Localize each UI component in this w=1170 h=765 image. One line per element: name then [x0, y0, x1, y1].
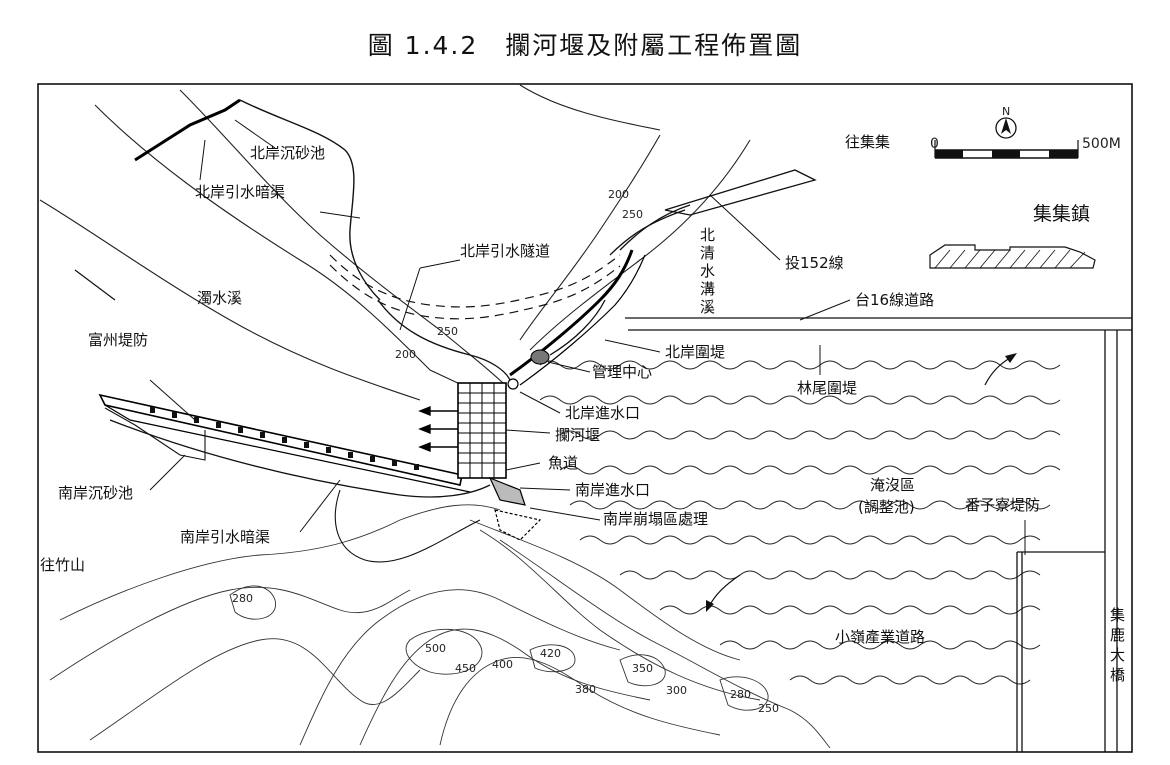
north-tunnel-line-2 [329, 264, 621, 320]
river-direction-arrows [74, 269, 1017, 612]
jilu-char: 大 [1110, 646, 1125, 664]
label-regulating-pond: (調整池) [858, 498, 915, 516]
contour-label: 300 [666, 684, 687, 697]
scale-start-label: 0 [930, 136, 939, 152]
beiqing-char: 水 [700, 262, 715, 280]
contour-label: 250 [437, 325, 458, 338]
beiqing-char: 清 [700, 244, 715, 262]
label-fanzi-levee: 番子寮堤防 [965, 496, 1040, 514]
north-tunnel-line [329, 254, 621, 308]
flow-arrows [418, 405, 458, 453]
contour-label: 500 [425, 642, 446, 655]
contour-label: 280 [730, 688, 751, 701]
terrain-contours [49, 504, 831, 749]
contour-label: 400 [492, 658, 513, 671]
weir-structure [457, 382, 542, 541]
label-zhuoshui-river: 濁水溪 [197, 289, 242, 307]
contour-label: 280 [232, 592, 253, 605]
label-to-jiji: 往集集 [845, 133, 890, 151]
label-north-tunnel: 北岸引水隧道 [460, 242, 550, 260]
label-north-culvert: 北岸引水暗渠 [195, 183, 285, 201]
north-arrow-label: N [1002, 105, 1010, 118]
north-levee-inner [519, 254, 646, 386]
contour-label: 380 [575, 683, 596, 696]
label-route-152: 投152線 [785, 254, 844, 272]
south-access-road [334, 489, 481, 563]
label-weir: 攔河堰 [555, 426, 600, 444]
label-jiji-town: 集集鎮 [1033, 203, 1090, 225]
contour-label: 350 [632, 662, 653, 675]
scale-bar: 0 500M [930, 136, 1121, 159]
label-linwei-levee: 林尾圍堤 [797, 379, 857, 397]
inundation-water [539, 360, 1061, 685]
north-sand-basin-line [134, 98, 241, 162]
label-south-sand-basin: 南岸沉砂池 [58, 484, 133, 502]
north-culvert-line [239, 99, 381, 301]
leader-lines [149, 119, 1026, 555]
jilu-char: 橋 [1110, 666, 1125, 684]
north-intake-icon [507, 378, 519, 390]
label-jilu-bridge: 集 鹿 大 橋 [1110, 606, 1125, 684]
label-route-16: 台16線道路 [855, 291, 934, 309]
label-south-intake: 南岸進水口 [575, 481, 650, 499]
label-fishway: 魚道 [548, 454, 578, 472]
contour-label: 420 [540, 647, 561, 660]
label-north-levee: 北岸圍堤 [665, 343, 725, 361]
north-arrow-icon: N [995, 105, 1017, 139]
label-north-intake: 北岸進水口 [565, 404, 640, 422]
beiqing-char: 溝 [700, 280, 715, 298]
label-to-zhushan: 往竹山 [40, 556, 85, 574]
label-south-landslide: 南岸崩塌區處理 [603, 510, 708, 528]
jilu-char: 集 [1110, 606, 1125, 624]
north-culvert-line-2 [377, 299, 511, 381]
label-beiqing-ditch: 北 清 水 溝 溪 [700, 226, 715, 316]
label-fuzhou-levee: 富州堤防 [88, 331, 148, 349]
label-admin-center: 管理中心 [592, 363, 652, 381]
contour-label: 200 [608, 188, 629, 201]
label-south-culvert: 南岸引水暗渠 [180, 528, 270, 546]
contour-label: 200 [395, 348, 416, 361]
scale-end-label: 500M [1082, 136, 1121, 152]
jilu-char: 鹿 [1110, 626, 1125, 644]
jiji-town-block [929, 244, 1096, 269]
label-xiaoling-road: 小嶺產業道路 [835, 628, 925, 646]
contour-label: 250 [758, 702, 779, 715]
contour-label: 450 [455, 662, 476, 675]
south-culvert-line [109, 419, 491, 498]
label-north-sand-basin: 北岸沉砂池 [250, 144, 325, 162]
roads [549, 169, 1132, 752]
north-levee-line [509, 249, 634, 377]
figure-title: 圖 1.4.2 攔河堰及附屬工程佈置圖 [367, 31, 803, 60]
contour-label: 250 [622, 208, 643, 221]
beiqing-char: 溪 [700, 298, 715, 316]
map-frame [37, 83, 1133, 753]
admin-center-icon [530, 349, 550, 365]
south-sand-basin [98, 393, 471, 493]
label-inundation-area: 淹沒區 [870, 476, 915, 494]
beiqing-char: 北 [700, 226, 715, 244]
